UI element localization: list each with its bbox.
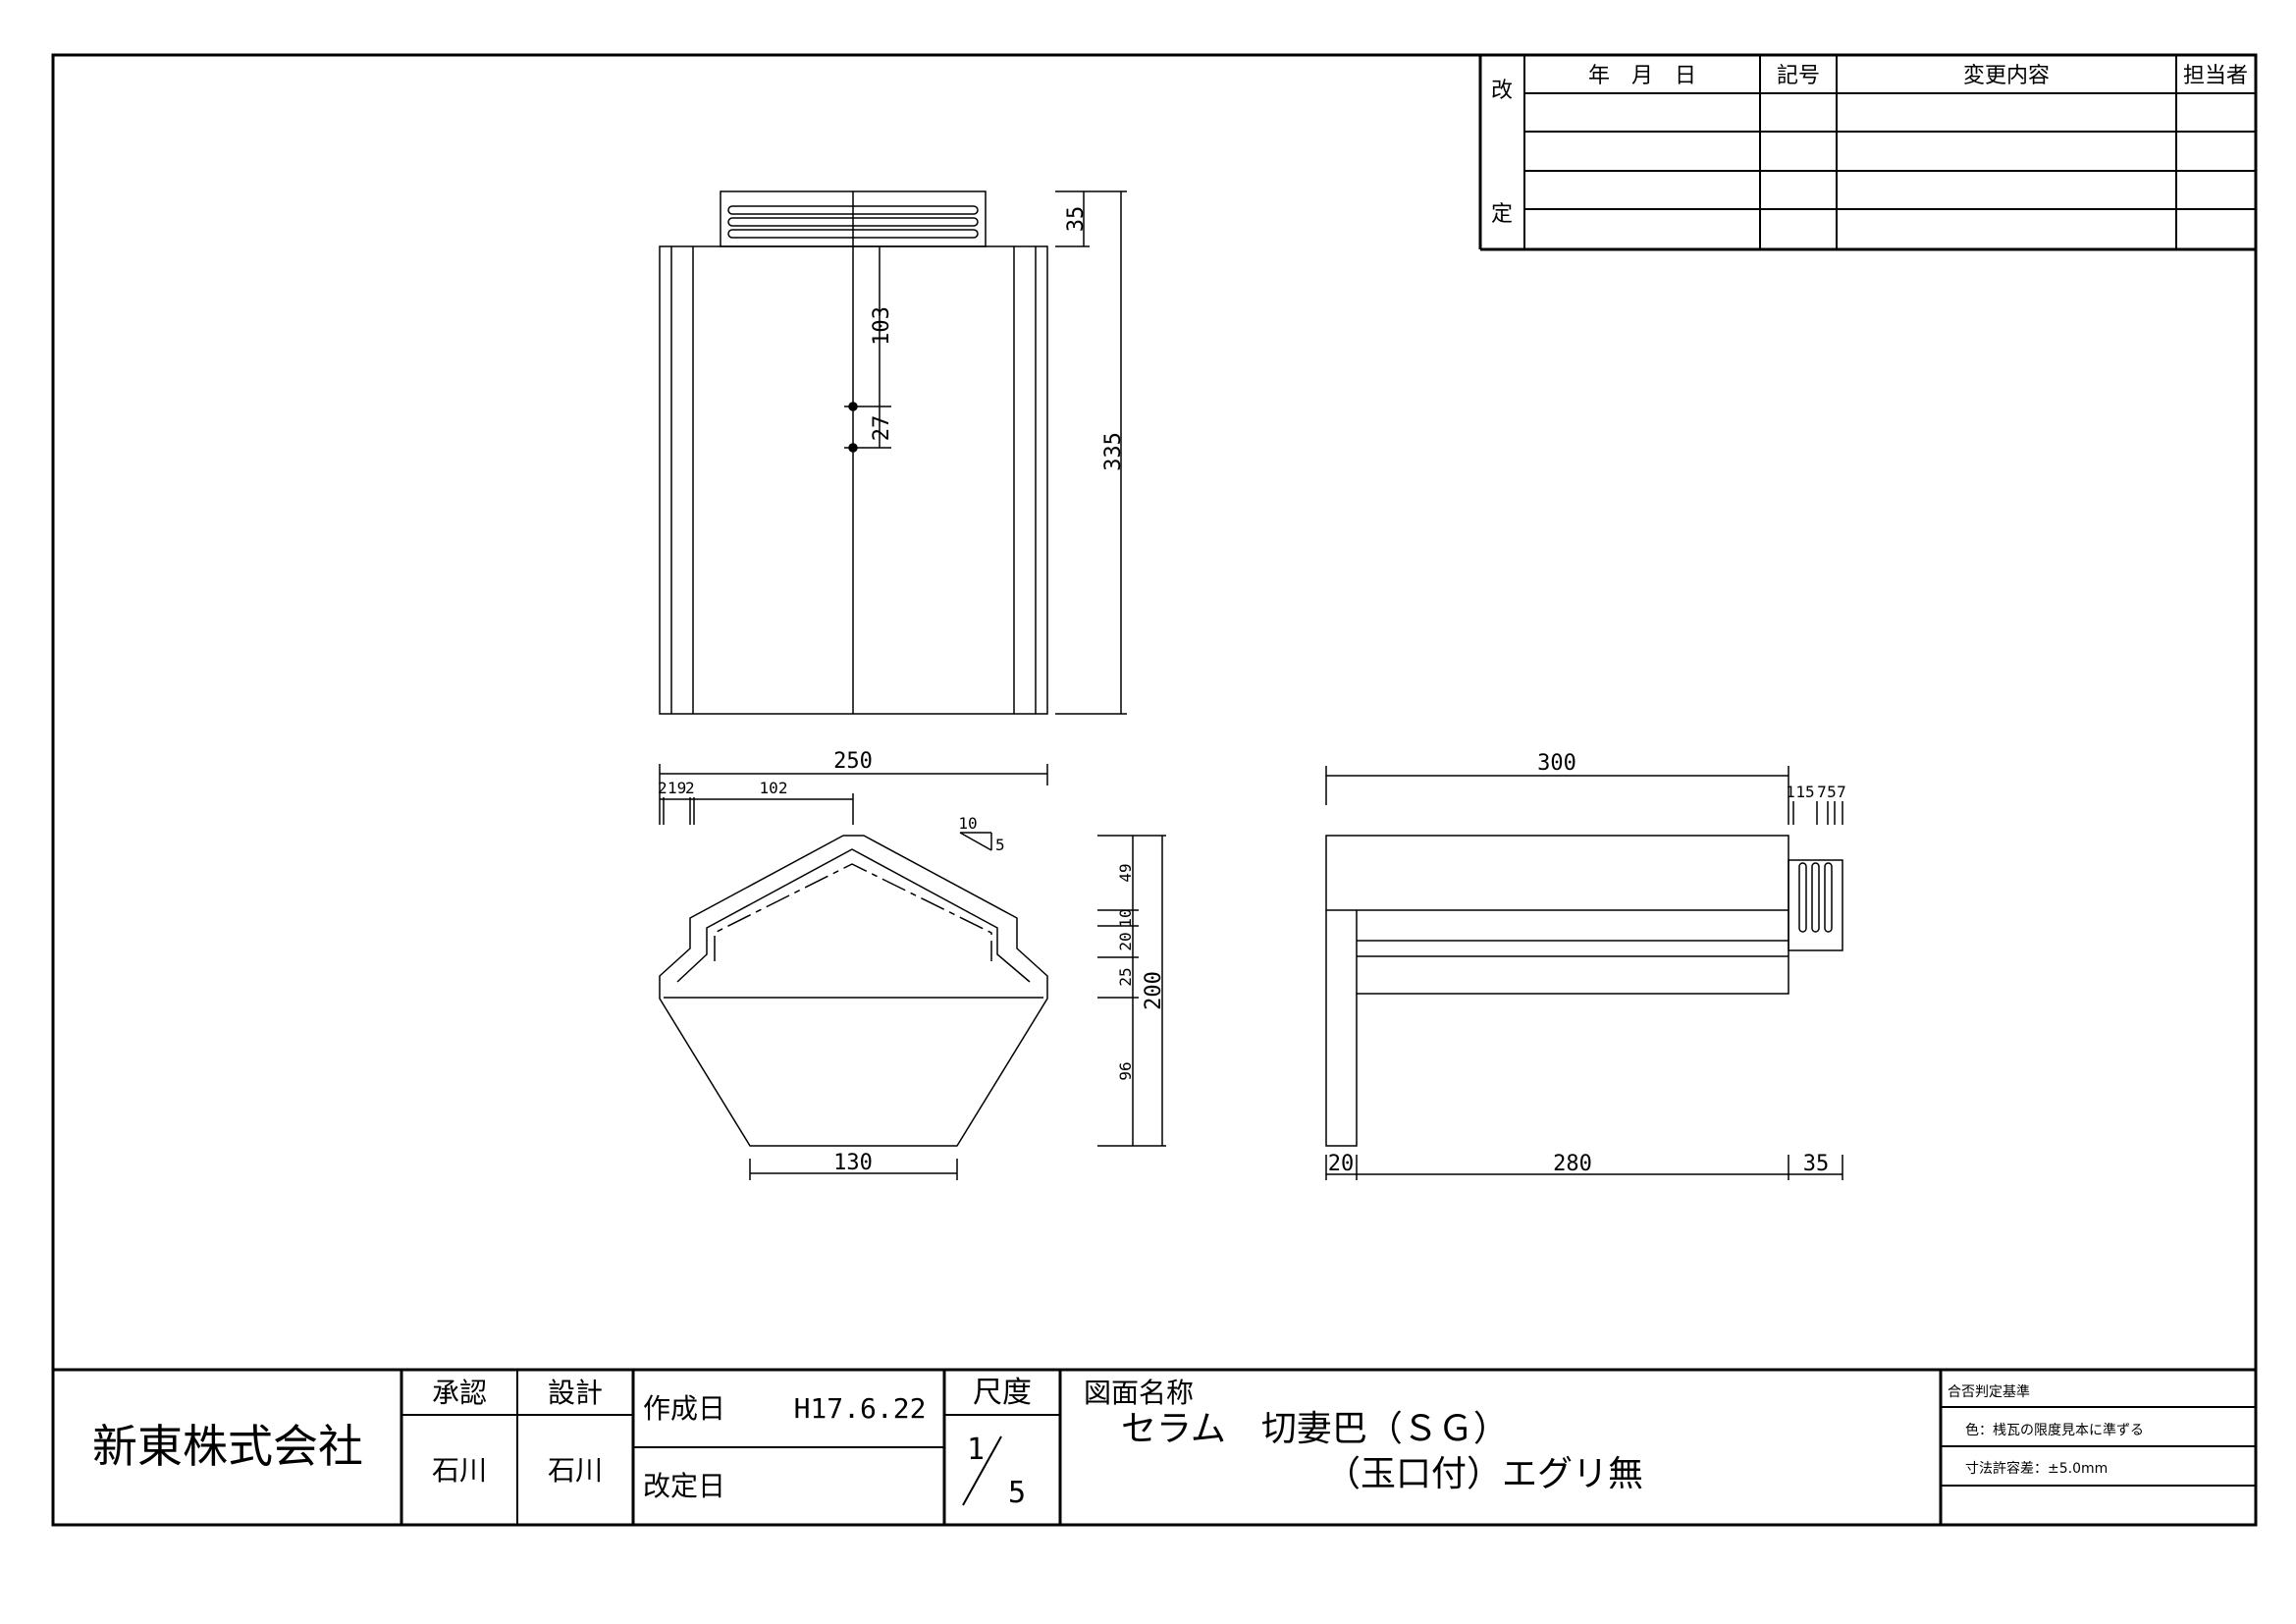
criteria-color: 色：桟瓦の限度見本に準ずる — [1965, 1422, 2144, 1438]
dim-section-h1: 49 — [1116, 863, 1135, 882]
revision-header-person: 担当者 — [2183, 64, 2248, 88]
dim-side-end-a: 1 — [1786, 783, 1795, 801]
dim-section-half-width: 102 — [760, 779, 788, 797]
dim-section-h4: 25 — [1116, 967, 1135, 986]
dim-section-bottom-width: 130 — [833, 1151, 873, 1175]
dim-section-total-height: 200 — [1142, 971, 1166, 1010]
dim-front-middle: 27 — [870, 415, 894, 442]
title-block — [53, 1368, 2256, 1525]
dim-section-h5: 96 — [1116, 1061, 1135, 1080]
dim-section-left-a: 2 — [658, 779, 667, 797]
dim-section-slope-run: 10 — [958, 814, 977, 833]
dim-front-top-tab: 35 — [1064, 206, 1089, 233]
revision-header-content: 変更内容 — [1963, 64, 2050, 88]
revision-header-date: 年 月 日 — [1588, 64, 1696, 88]
created-date: H17.6.22 — [794, 1392, 927, 1425]
dim-section-slope-rise: 5 — [995, 836, 1005, 854]
designer-name: 石川 — [548, 1454, 603, 1487]
dim-section-h3: 20 — [1116, 932, 1135, 950]
outer-border — [51, 53, 2258, 1527]
dim-side-length: 300 — [1537, 751, 1576, 776]
dim-side-left-wall: 20 — [1328, 1152, 1355, 1176]
dim-section-h2: 10 — [1116, 908, 1135, 927]
dim-section-left-c: 2 — [685, 779, 695, 797]
dim-side-end-b: 15 — [1795, 783, 1814, 801]
dim-side-inner-length: 280 — [1553, 1152, 1592, 1176]
drawing-name-label: 図面名称 — [1084, 1377, 1194, 1409]
front-view — [659, 190, 1127, 715]
revised-label: 改定日 — [643, 1470, 725, 1502]
scale-denominator: 5 — [1008, 1476, 1026, 1510]
dim-side-end-d: 5 — [1827, 783, 1837, 801]
dim-side-end-c: 7 — [1817, 783, 1827, 801]
approve-label: 承認 — [432, 1377, 487, 1409]
revision-table — [1478, 55, 2256, 251]
created-label: 作成日 — [643, 1392, 725, 1425]
section-view — [659, 764, 1166, 1180]
dim-front-total-height: 335 — [1101, 432, 1126, 471]
company-name: 新東株式会社 — [92, 1420, 363, 1473]
revision-side-label-top: 改 — [1491, 79, 1513, 103]
revision-header-symbol: 記号 — [1777, 64, 1820, 88]
criteria-tolerance: 寸法許容差：±5.0mm — [1965, 1460, 2108, 1477]
side-view — [1325, 766, 1843, 1180]
criteria-title: 合否判定基準 — [1948, 1383, 2030, 1400]
approver-name: 石川 — [432, 1454, 487, 1487]
dim-front-upper: 103 — [870, 306, 894, 346]
scale-label: 尺度 — [973, 1376, 1032, 1410]
revision-side-label-bottom: 定 — [1491, 202, 1513, 227]
design-label: 設計 — [548, 1377, 603, 1409]
dim-side-tab: 35 — [1803, 1152, 1830, 1176]
drawing-name-line2: （玉口付）エグリ無 — [1325, 1454, 1643, 1494]
dim-section-width: 250 — [833, 749, 873, 774]
dim-side-end-e: 7 — [1837, 783, 1846, 801]
drawing-name-line1: セラム 切妻巴（ＳＧ） — [1121, 1409, 1509, 1449]
scale-numerator: 1 — [967, 1433, 985, 1467]
dim-section-left-b: 19 — [667, 779, 686, 797]
